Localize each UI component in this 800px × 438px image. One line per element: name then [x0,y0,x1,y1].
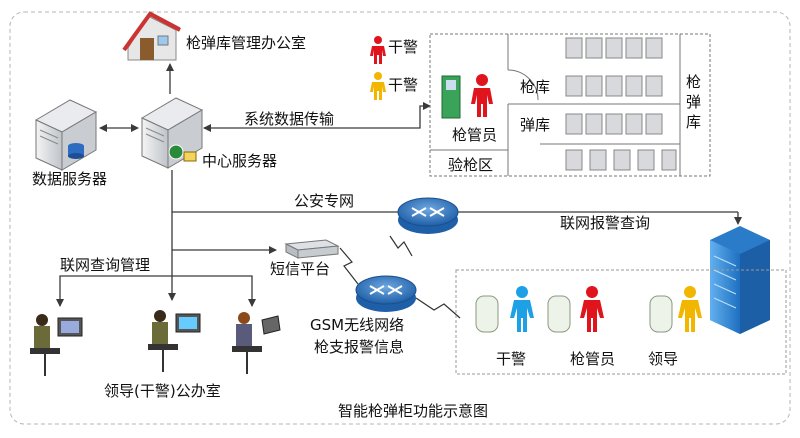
label-armory: 枪弹库 [686,73,702,131]
label-leader-office: 领导(干警)公办室 [104,382,221,400]
label-gun-keeper: 枪管员 [452,126,498,144]
label-phone-keeper: 枪管员 [570,350,616,368]
router-icon-bottom [355,275,417,312]
outer-frame [9,11,791,425]
data-server-icon [34,99,98,171]
label-gsm-line1: GSM无线网络 [310,316,405,334]
label-gsm-line2: 枪支报警信息 [314,338,405,356]
label-center-server: 中心服务器 [202,152,278,170]
person-blue-icon [510,286,534,332]
person-yellow-icon [678,286,702,332]
workstation-icon-1 [30,314,83,376]
person-red-icon [580,286,604,332]
workstation-icon-3 [232,312,281,374]
officer-red-icon [370,36,386,64]
wireless-zigzag-1 [339,247,359,285]
label-phone-officer: 干警 [496,350,527,368]
armory-room [429,33,711,177]
phone-icon-1 [475,295,673,333]
router-icon-top [397,197,459,234]
label-sms-platform: 短信平台 [270,260,331,278]
house-icon [122,11,181,61]
label-data-server: 数据服务器 [32,170,108,188]
label-officer-red: 干警 [388,38,419,56]
label-office: 枪弹库管理办公室 [186,34,307,52]
label-data-transfer: 系统数据传输 [244,110,335,128]
diagram-caption: 智能枪弹柜功能示意图 [338,402,489,420]
label-officer-yellow: 干警 [388,76,419,94]
workstation-icon-2 [148,310,201,372]
center-server-icon [140,97,204,169]
building-icon [710,226,770,334]
label-gun-storage: 枪库 [520,78,551,96]
phones-panel [455,269,787,375]
label-network-alarm-query: 联网报警查询 [560,214,651,232]
wireless-zigzag-2 [389,235,413,257]
label-police-net: 公安专网 [294,192,355,210]
wireless-zigzag-3 [415,297,461,319]
label-inspection-area: 验枪区 [448,156,494,174]
link-armory [204,102,431,129]
label-network-query-mgmt: 联网查询管理 [60,256,151,274]
officer-yellow-icon [370,72,386,100]
sms-device-icon [284,239,340,259]
link-ws1 [56,275,172,307]
link-ws3 [172,275,256,307]
label-phone-leader: 领导 [648,350,679,368]
label-ammo-storage: 弹库 [520,116,551,134]
